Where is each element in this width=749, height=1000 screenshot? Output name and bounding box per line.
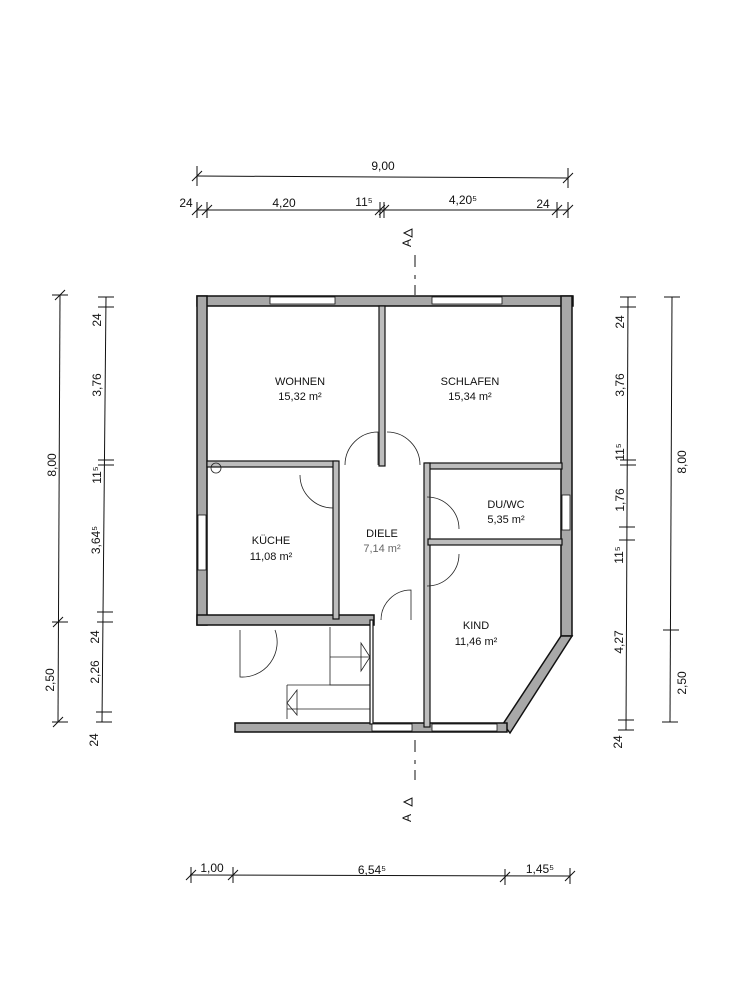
room-name-kueche: KÜCHE xyxy=(252,535,291,547)
doors xyxy=(239,431,460,678)
dim-right-seg: 24 xyxy=(613,315,627,329)
section-label-top: A xyxy=(400,239,414,247)
dim-top-seg: 11⁵ xyxy=(355,195,372,209)
dim-left-seg: 3,64⁵ xyxy=(89,526,103,554)
room-name-diele: DIELE xyxy=(366,528,398,540)
room-area-kueche: 11,08 m² xyxy=(250,551,293,563)
dim-right-seg: 11⁵ xyxy=(612,546,626,563)
dim-left-seg: 24 xyxy=(90,313,104,327)
dim-left-seg: 2,26 xyxy=(88,660,102,684)
dim-right-seg: 11⁵ xyxy=(613,443,627,460)
dim-right-seg: 3,76 xyxy=(613,373,627,397)
windows xyxy=(197,296,571,732)
room-area-kind: 11,46 m² xyxy=(455,636,498,648)
room-name-schlafen: SCHLAFEN xyxy=(441,376,500,388)
dim-top-seg: 24 xyxy=(536,197,550,211)
dim-top-seg: 24 xyxy=(179,196,193,210)
dim-top-seg: 4,20⁵ xyxy=(449,193,477,207)
dim-bottom-seg: 1,00 xyxy=(200,861,224,875)
dim-left-seg: 24 xyxy=(88,630,102,644)
dim-right-overall: 8,00 xyxy=(675,450,689,474)
room-area-wohnen: 15,32 m² xyxy=(278,391,322,403)
staircase xyxy=(286,627,371,719)
left-dimension-chain: 8,00 2,50 24 3,76 11⁵ 3,64⁵ 24 2,26 24 xyxy=(43,289,114,747)
right-dimension-chain: 24 3,76 11⁵ 1,76 11⁵ 4,27 24 8,00 2,50 xyxy=(611,296,689,749)
section-line-a: A A xyxy=(400,228,416,822)
dim-left-seg: 24 xyxy=(87,733,101,747)
top-dimension-chain: 9,00 24 4,20 11⁵ 4,20⁵ 24 xyxy=(179,159,574,218)
section-label-bottom: A xyxy=(400,814,414,822)
room-labels: WOHNEN 15,32 m² SCHLAFEN 15,34 m² KÜCHE … xyxy=(250,376,525,648)
dim-right-seg: 4,27 xyxy=(612,630,626,654)
dim-left-seg: 11⁵ xyxy=(90,466,104,483)
dim-right-seg: 1,76 xyxy=(613,488,627,512)
dim-right-overall: 2,50 xyxy=(675,671,689,695)
room-name-kind: KIND xyxy=(463,620,489,632)
dim-left-overall: 8,00 xyxy=(45,453,59,477)
dim-top-overall: 9,00 xyxy=(371,159,395,173)
walls xyxy=(196,295,574,735)
room-area-diele: 7,14 m² xyxy=(363,543,401,555)
room-name-duwc: DU/WC xyxy=(487,499,524,511)
bottom-dimension-chain: 1,00 6,54⁵ 1,45⁵ xyxy=(185,861,576,885)
dim-top-seg: 4,20 xyxy=(272,196,296,210)
dim-bottom-seg: 6,54⁵ xyxy=(358,863,386,877)
room-area-duwc: 5,35 m² xyxy=(487,514,525,526)
dim-left-overall: 2,50 xyxy=(43,668,57,692)
dim-bottom-seg: 1,45⁵ xyxy=(526,862,554,876)
room-area-schlafen: 15,34 m² xyxy=(448,391,492,403)
dim-left-seg: 3,76 xyxy=(90,373,104,397)
dim-right-seg: 24 xyxy=(611,735,625,749)
room-name-wohnen: WOHNEN xyxy=(275,376,325,388)
